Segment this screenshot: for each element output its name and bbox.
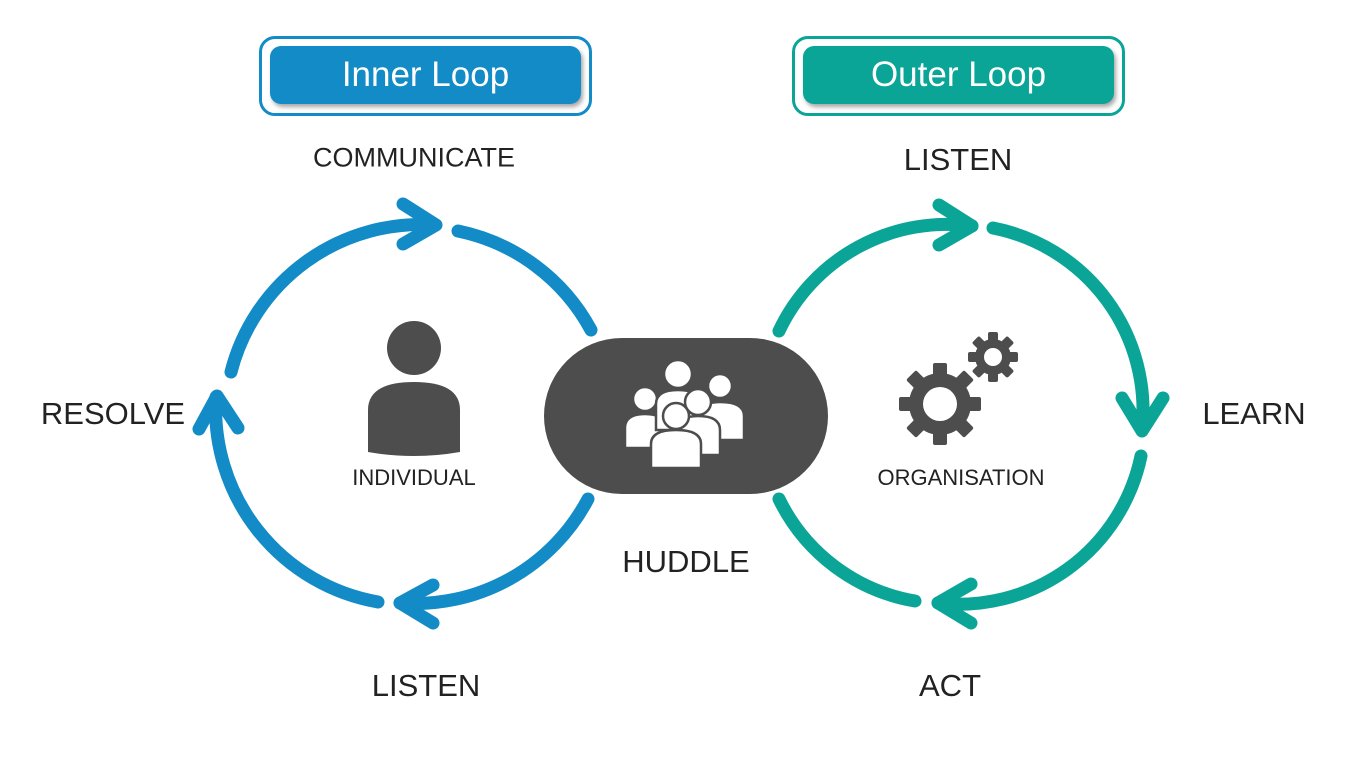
organisation-label: ORGANISATION — [877, 465, 1045, 490]
small-gear — [968, 332, 1018, 382]
gears-icon — [899, 332, 1018, 445]
person-icon — [368, 321, 460, 456]
inner-arrow-resolve-to-communicate — [224, 218, 442, 379]
inner-loop-title: Inner Loop — [270, 46, 581, 104]
outer-arrowhead-listen — [932, 198, 979, 252]
outer-arrowhead-learn — [1115, 391, 1170, 438]
inner-arc-communicate-to-huddle — [451, 224, 598, 337]
huddle-label: HUDDLE — [622, 544, 750, 579]
inner-stage-listen: LISTEN — [371, 668, 481, 703]
inner-arrow-listen-to-resolve — [209, 390, 385, 609]
inner-stage-communicate: COMMUNICATE — [313, 142, 515, 173]
outer-stage-learn: LEARN — [1202, 396, 1306, 431]
outer-loop-arrows — [772, 198, 1170, 630]
inner-arrowhead-listen — [393, 578, 440, 630]
outer-loop-badge: Outer Loop — [792, 36, 1125, 116]
inner-arrowhead-resolve — [192, 389, 245, 436]
outer-loop-title: Outer Loop — [803, 46, 1114, 104]
outer-arrow-huddle-to-listen — [772, 217, 979, 338]
group-icon — [623, 358, 746, 470]
outer-arrow-listen-to-learn — [986, 221, 1150, 437]
inner-arrowhead-communicate — [396, 197, 443, 251]
inner-stage-resolve: RESOLVE — [40, 396, 186, 431]
outer-arrow-learn-to-act — [931, 449, 1148, 611]
large-gear — [899, 363, 981, 445]
outer-arrowhead-act — [931, 577, 978, 630]
individual-label: INDIVIDUAL — [352, 465, 476, 490]
inner-loop-badge: Inner Loop — [259, 36, 592, 116]
inner-loop-arrows — [192, 197, 598, 630]
inner-arrow-huddle-to-listen — [393, 492, 595, 611]
outer-arc-act-to-huddle — [772, 492, 922, 608]
outer-stage-act: ACT — [919, 668, 981, 703]
outer-stage-listen: LISTEN — [903, 142, 1013, 177]
